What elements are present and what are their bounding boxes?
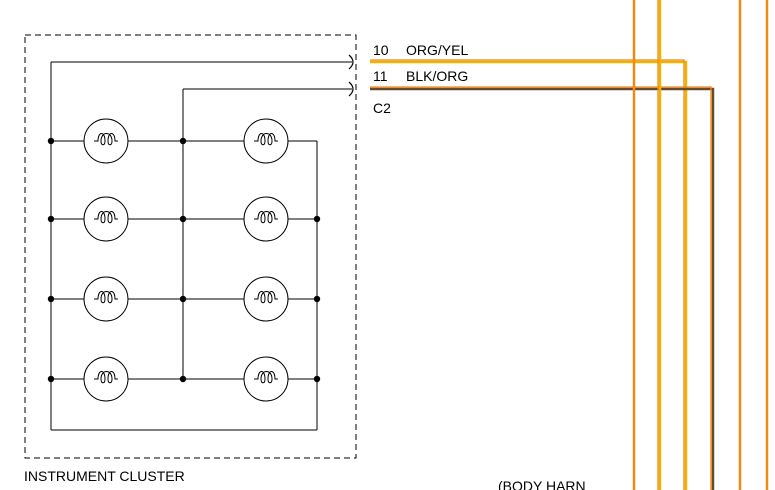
module-label: INSTRUMENT CLUSTER [24,468,185,484]
connector-c2-terminals [348,54,354,97]
lamp-bulb-icon [83,196,129,242]
wire-org-yel [370,60,688,490]
harness-label: (BODY HARN [498,478,586,490]
junction-dot [179,137,187,145]
junction-dot [313,215,321,223]
lamp-bulb-icon [83,356,129,402]
junction-dot [47,215,55,223]
lamp-bulb-icon [243,276,289,322]
lamp-bulb-icon [243,356,289,402]
lamp-bulb-icon [83,118,129,164]
lamp-bulb-icon [243,196,289,242]
junction-dots [47,137,321,383]
external-harness-wires [370,0,769,490]
junction-dot [313,295,321,303]
lamps [83,118,289,402]
junction-dot [179,375,187,383]
pin-10-number: 10 [373,42,389,58]
junction-dot [47,137,55,145]
junction-dot [179,215,187,223]
junction-dot [179,295,187,303]
junction-dot [313,375,321,383]
junction-dot [47,375,55,383]
pin-11-wire-color: BLK/ORG [406,68,468,84]
wire-blk-org-stripe [370,86,712,490]
junction-dot [47,295,55,303]
connector-label: C2 [373,100,391,116]
lamp-bulb-icon [83,276,129,322]
wire-org-yel-stripe [370,59,685,490]
lamp-bulb-icon [243,118,289,164]
instrument-cluster-boundary [24,34,357,459]
wire-blk-org [370,87,715,490]
pin-11-number: 11 [373,68,388,84]
pin-10-wire-color: ORG/YEL [406,42,468,58]
